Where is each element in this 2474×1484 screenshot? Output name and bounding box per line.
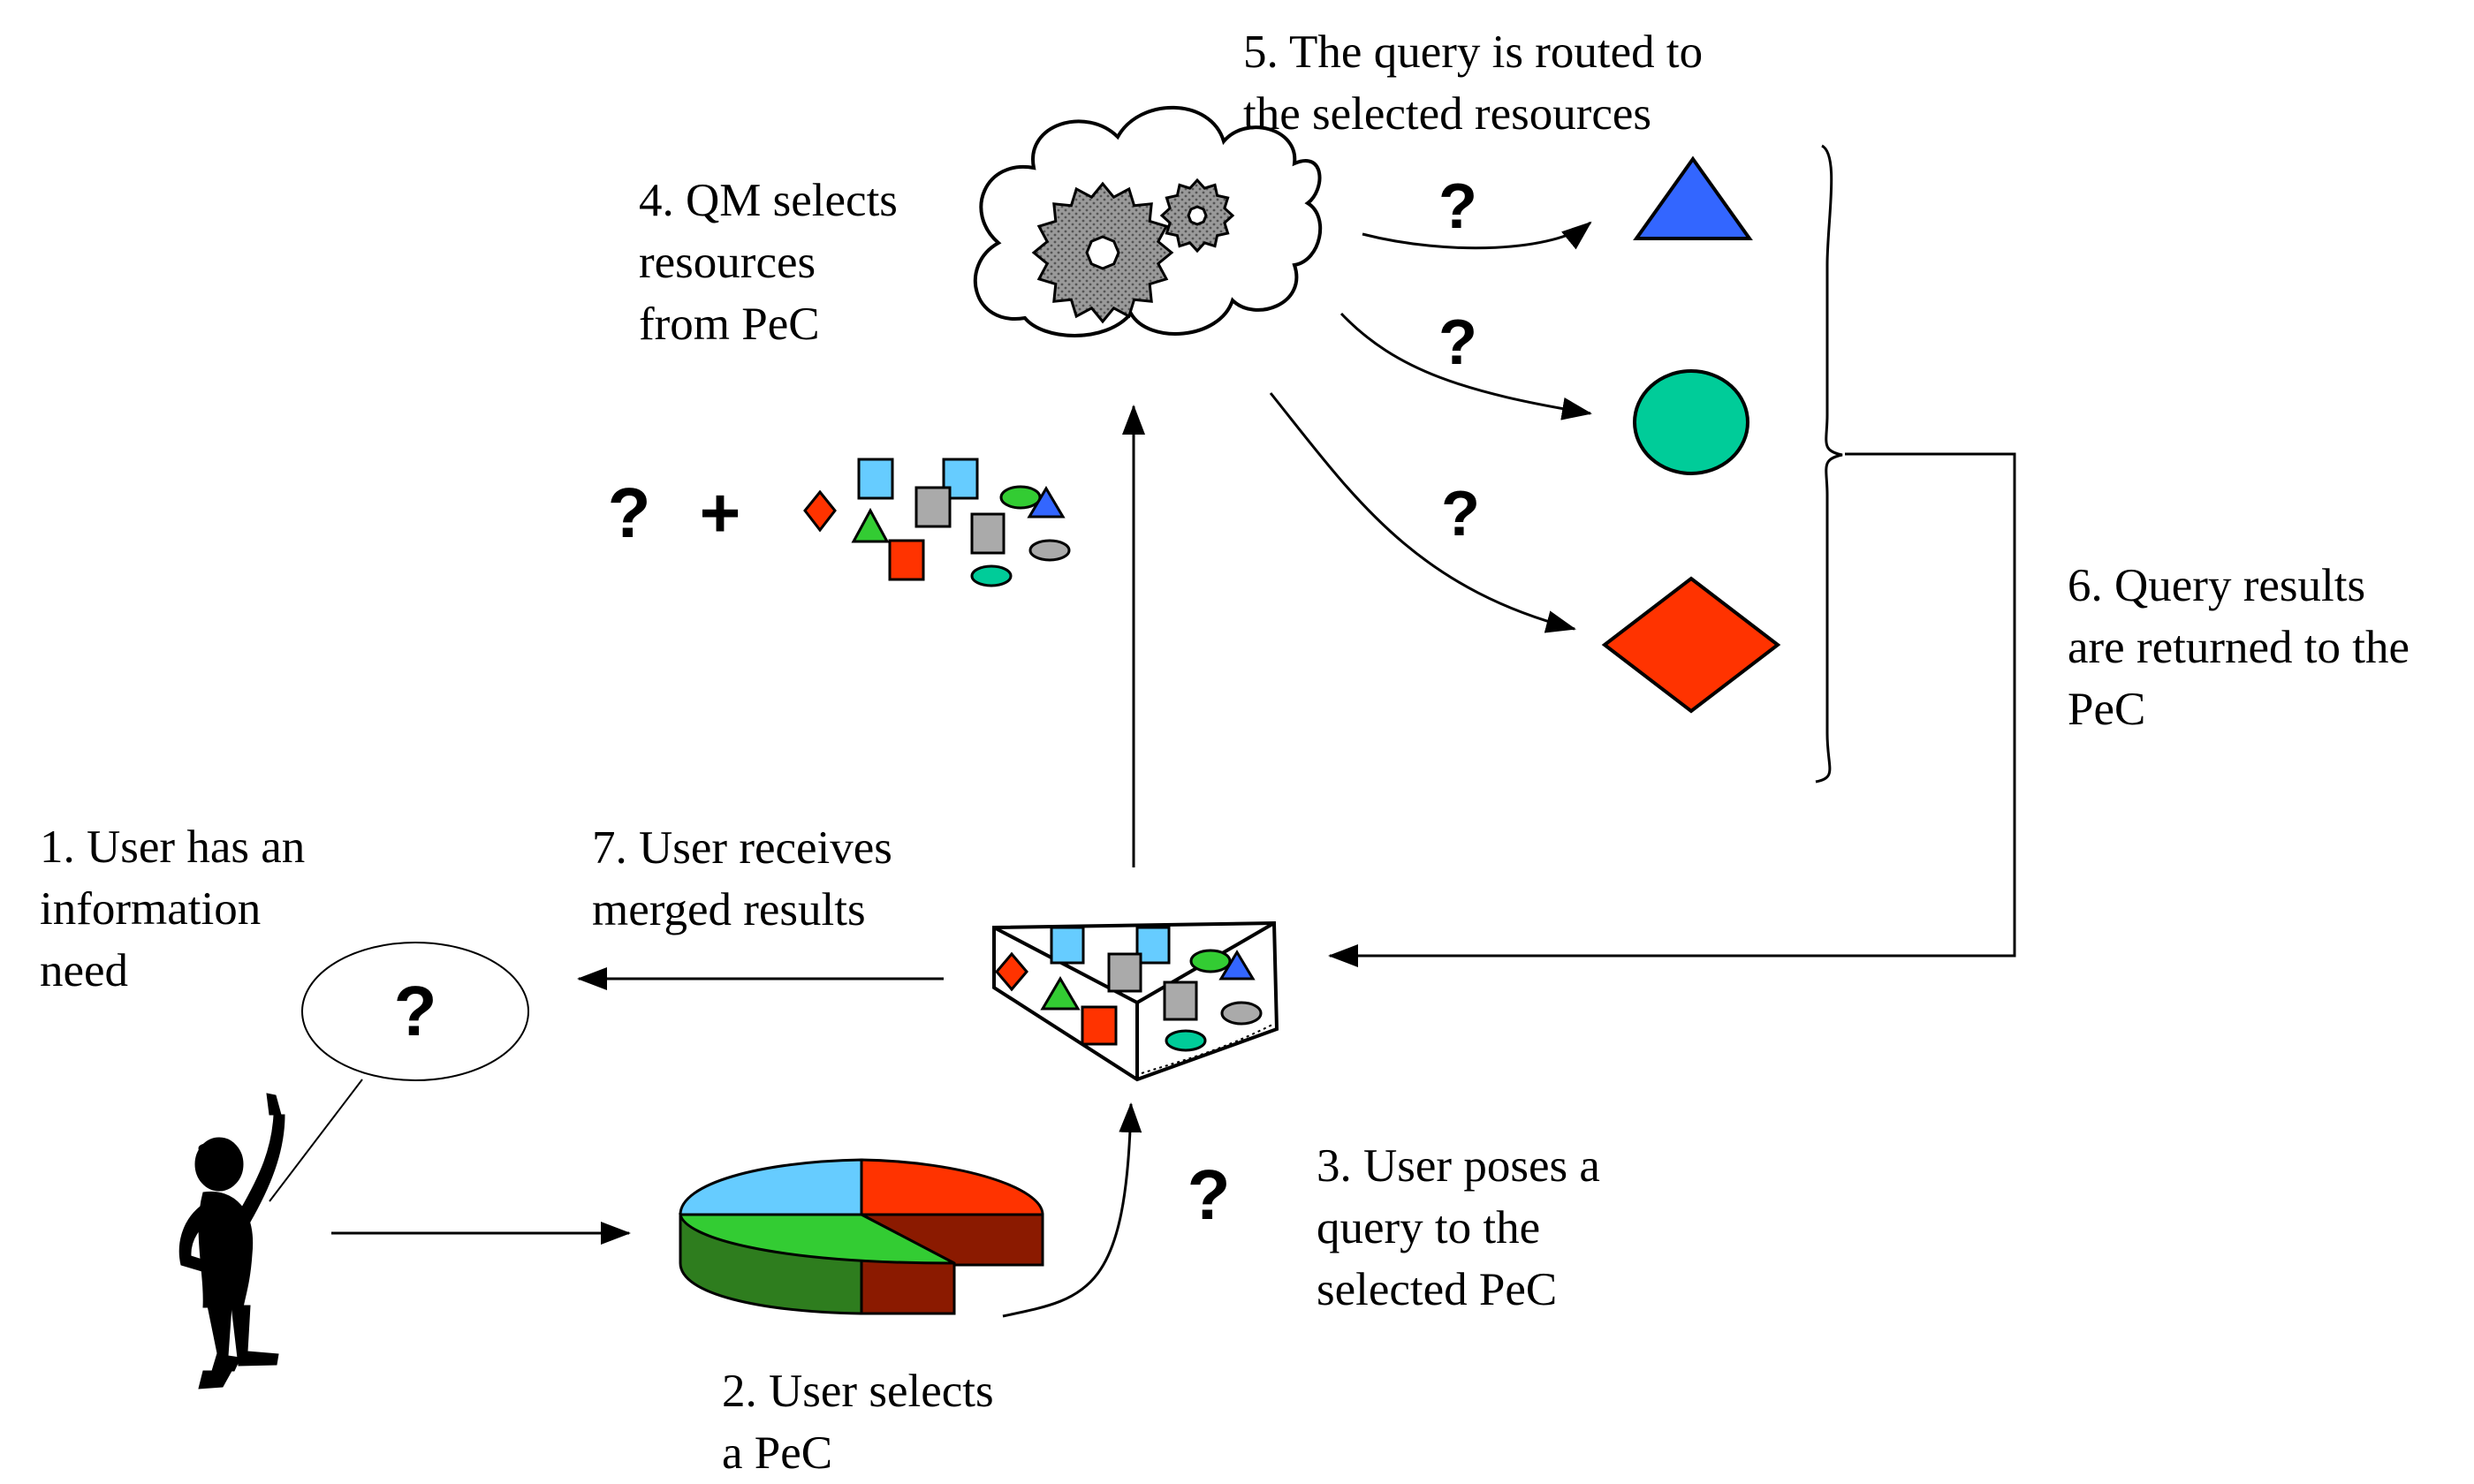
resource-circle-icon — [1633, 369, 1749, 475]
question-mark-route-2: ? — [1438, 307, 1477, 378]
step-6-line-3: PeC — [2068, 684, 2146, 735]
pec-pie-icon — [679, 1158, 1044, 1315]
step-2-line-1: 2. User selects — [722, 1366, 994, 1417]
step-1-line-1: 1. User has an — [40, 822, 306, 873]
gear-large-icon — [1031, 181, 1174, 324]
question-mark-left: ? — [608, 473, 651, 552]
resources-collection — [803, 458, 1071, 587]
route-arrow-diamond — [1269, 392, 1576, 633]
return-results-line — [1328, 452, 2016, 967]
step-5-line-1: 5. The query is routed to — [1243, 26, 1704, 78]
plus-symbol: + — [700, 473, 741, 552]
step-3-label: 3. User poses a query to the selected Pe… — [1317, 1135, 1600, 1321]
step-6-line-2: are returned to the — [2068, 622, 2409, 673]
step-6-label: 6. Query results are returned to the PeC — [2068, 555, 2409, 740]
gear-hole — [1085, 235, 1120, 270]
question-mark-bubble: ? — [394, 972, 437, 1050]
step-6-line-1: 6. Query results — [2068, 560, 2366, 611]
step-4-line-3: from PeC — [639, 299, 820, 350]
step-2-line-2: a PeC — [722, 1427, 833, 1479]
route-arrow-triangle — [1362, 221, 1592, 250]
thought-bubble — [301, 942, 529, 1081]
step-7-line-1: 7. User receives — [592, 822, 892, 874]
resource-triangle-icon — [1633, 155, 1753, 240]
pose-query-arrow — [1002, 1102, 1142, 1318]
step-5-label: 5. The query is routed to the selected r… — [1243, 21, 1703, 145]
selected-pec-slice — [992, 920, 1279, 1082]
results-brace — [1815, 144, 1843, 784]
step-3-line-1: 3. User poses a — [1317, 1140, 1600, 1192]
step-5-line-2: the selected resources — [1243, 88, 1652, 140]
resource-diamond-icon — [1601, 576, 1781, 714]
step-7-label: 7. User receives merged results — [592, 817, 892, 941]
step-1-label: 1. User has an information need — [40, 816, 305, 1002]
question-mark-route-1: ? — [1438, 171, 1477, 242]
user-figure-icon — [178, 1093, 285, 1389]
step-4-line-2: resources — [639, 237, 816, 288]
question-mark-query: ? — [1188, 1155, 1231, 1234]
step-4-label: 4. QM selects resources from PeC — [639, 170, 898, 355]
thought-bubble-tail — [269, 1079, 363, 1202]
step-2-label: 2. User selects a PeC — [722, 1360, 994, 1484]
step-1-line-3: need — [40, 945, 129, 996]
step-3-line-2: query to the — [1317, 1202, 1541, 1253]
step-7-line-2: merged results — [592, 884, 866, 935]
route-arrow-circle — [1339, 312, 1592, 420]
step-3-line-3: selected PeC — [1317, 1264, 1558, 1315]
question-mark-route-3: ? — [1441, 479, 1480, 549]
gear-small-icon — [1159, 178, 1235, 254]
gear-hole — [1187, 205, 1208, 226]
step-1-line-2: information — [40, 883, 262, 935]
step-4-line-1: 4. QM selects — [639, 175, 898, 226]
